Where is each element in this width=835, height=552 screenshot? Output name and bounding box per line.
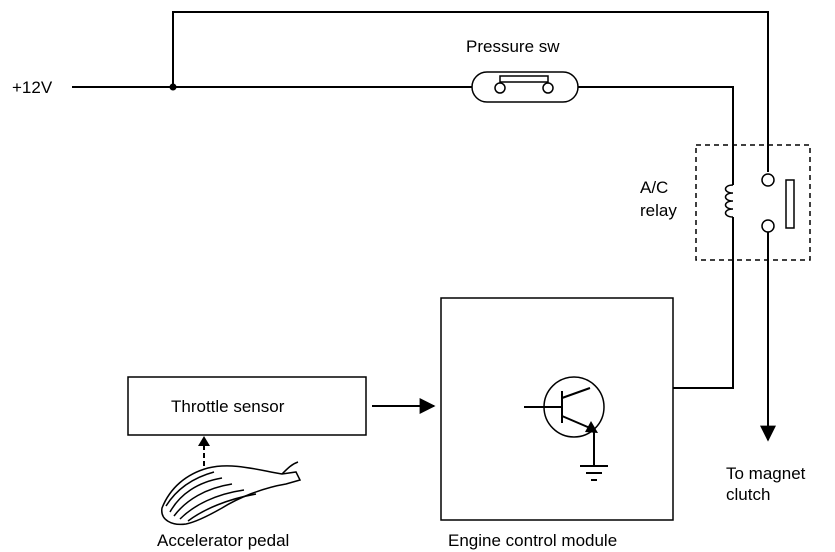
pedal-link-arrowhead: [198, 436, 210, 446]
ground-icon: [580, 465, 608, 481]
relay-box: [695, 144, 811, 261]
pressure-switch-label: Pressure sw: [466, 37, 560, 56]
relay-armature: [785, 179, 795, 229]
relay-contact-upper: [761, 173, 775, 187]
throttle-sensor-label: Throttle sensor: [171, 397, 285, 416]
throttle-sensor-box: [127, 376, 367, 436]
output-label-line1: To magnet: [726, 464, 806, 483]
output-label-line2: clutch: [726, 485, 770, 504]
coil-feed-wire: [578, 86, 734, 185]
accelerator-pedal-label: Accelerator pedal: [157, 531, 289, 550]
relay-contact-lower: [761, 219, 775, 233]
ecm-label: Engine control module: [448, 531, 617, 550]
relay-contact-feed-wire: [172, 11, 769, 172]
relay-label-line2: relay: [640, 201, 677, 220]
ecm-box: [440, 297, 674, 521]
accelerator-pedal-icon: [161, 461, 302, 526]
relay-coil: [724, 184, 734, 218]
pressure-switch: [471, 71, 579, 103]
transistor-icon: [524, 376, 605, 466]
supply-label: +12V: [12, 78, 53, 97]
relay-label-line1: A/C: [640, 178, 668, 197]
